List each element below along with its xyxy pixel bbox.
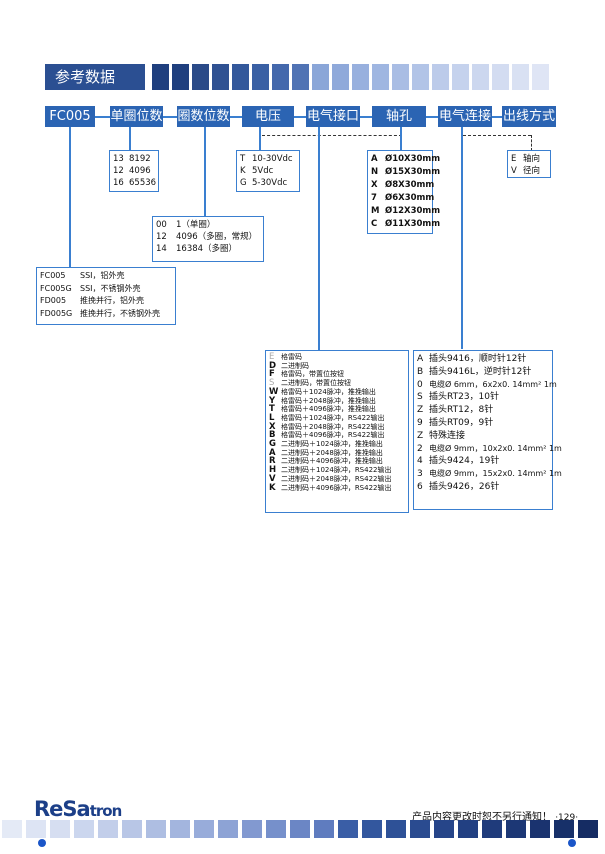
footer-dot-right bbox=[568, 839, 576, 847]
header-electrical-interface: 电气接口 bbox=[306, 106, 360, 127]
footer-notice: 产品内容更改时恕不另行通知！ ·129· bbox=[412, 812, 579, 823]
header-single-turn: 单圈位数 bbox=[110, 106, 163, 127]
footer-dot-left bbox=[38, 839, 46, 847]
page-number: ·129· bbox=[555, 813, 579, 823]
resatron-logo: ReSatron bbox=[34, 797, 122, 821]
header-multi-turn: 圈数位数 bbox=[177, 106, 230, 127]
section-title: 参考数据 bbox=[45, 64, 145, 90]
header-shaft-hole: 轴孔 bbox=[372, 106, 426, 127]
header-output-mode: 出线方式 bbox=[502, 106, 556, 127]
header-voltage: 电压 bbox=[242, 106, 294, 127]
header-electrical-connection: 电气连接 bbox=[438, 106, 492, 127]
header-model: FC005 bbox=[45, 106, 95, 127]
